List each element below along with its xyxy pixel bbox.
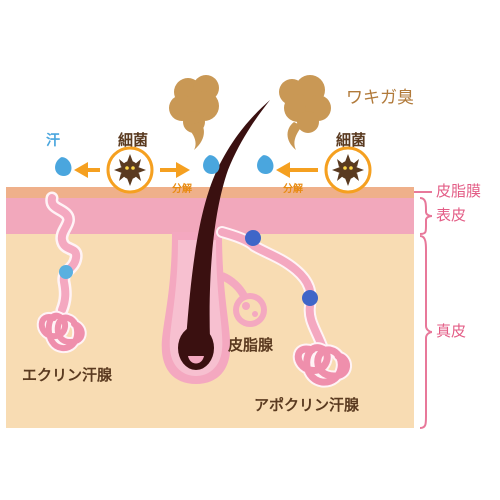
dermis-bracket xyxy=(419,235,433,429)
odor-label: ワキガ臭 xyxy=(346,88,414,108)
arrows xyxy=(74,162,318,178)
sebum-membrane-label: 皮脂膜 xyxy=(436,182,482,200)
hair-shaft xyxy=(186,100,270,340)
eccrine-duct-dot xyxy=(59,265,73,279)
bacteria-right xyxy=(324,146,372,194)
sweat-drop-center-right xyxy=(257,155,274,174)
epidermis-label: 表皮 xyxy=(436,206,467,224)
dermis-label: 真皮 xyxy=(436,322,467,340)
apocrine-duct-dot xyxy=(245,230,261,246)
bacteria-left xyxy=(106,146,154,194)
bacteria-left-label: 細菌 xyxy=(118,131,149,149)
bacteria-right-label: 細菌 xyxy=(336,131,367,149)
sebaceous-gland xyxy=(220,272,267,327)
sebaceous-gland-label: 皮脂腺 xyxy=(228,336,274,354)
epidermis-bracket xyxy=(419,197,433,235)
apocrine-sweat-gland xyxy=(216,226,352,388)
apocrine-gland-label: アポクリン汗腺 xyxy=(254,396,360,414)
sweat-drop-center-left xyxy=(203,155,220,174)
decompose-left-label: 分解 xyxy=(172,184,192,195)
apocrine-duct-dot xyxy=(302,290,318,306)
odor-cloud-left xyxy=(169,75,219,150)
sweat-drop-left xyxy=(55,157,72,176)
eccrine-sweat-gland xyxy=(36,191,87,353)
sweat-label: 汗 xyxy=(46,133,60,149)
odor-cloud-right xyxy=(279,75,331,150)
decompose-right-label: 分解 xyxy=(283,184,303,195)
eccrine-gland-label: エクリン汗腺 xyxy=(22,366,113,384)
